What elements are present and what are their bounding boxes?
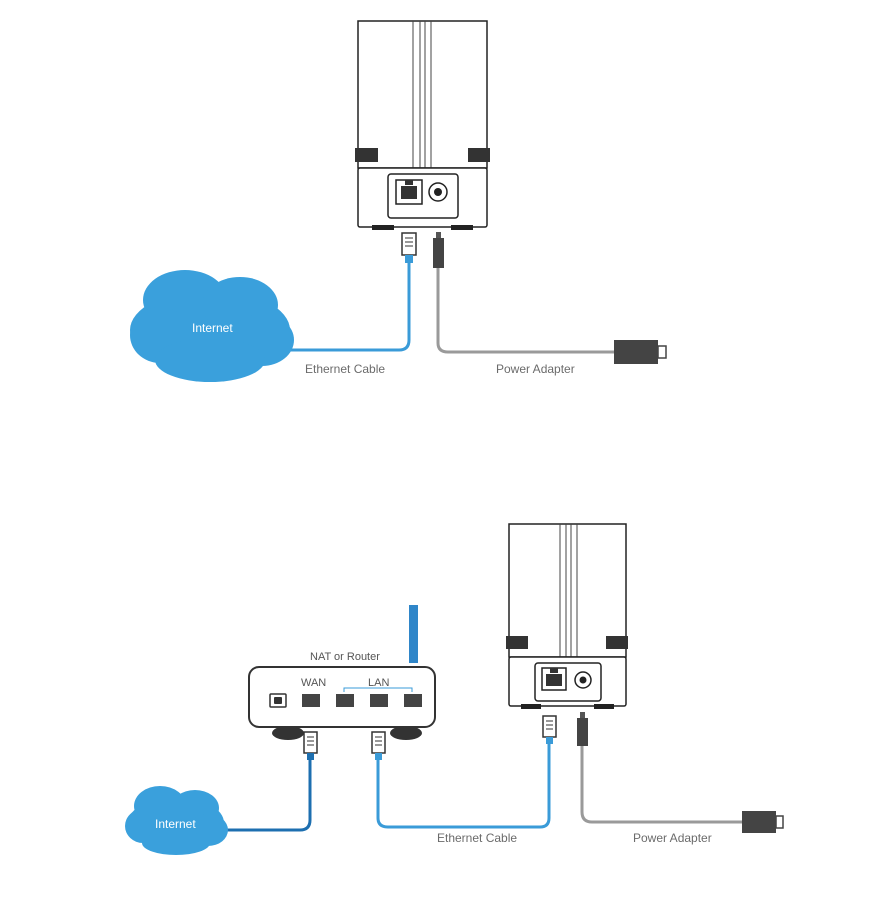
wan-label: WAN (301, 677, 326, 689)
ethernet-plug-icon (372, 732, 385, 760)
cloud-label-1: Internet (192, 321, 233, 335)
diagram-2-router-connection: NAT or Router WAN LAN (125, 524, 783, 855)
router-icon (249, 605, 435, 740)
power-cable-2 (582, 746, 742, 822)
power-plug-icon (577, 712, 588, 746)
power-adapter-icon (742, 811, 783, 833)
vent-right (606, 636, 628, 649)
ethernet-cable-2 (378, 744, 549, 827)
dc-jack-icon (575, 672, 591, 688)
lan-port-1 (336, 694, 354, 707)
diagram-1-direct-connection: Internet Ethernet Cable Power Adapter (130, 21, 666, 382)
wan-port (302, 694, 320, 707)
router-title: NAT or Router (310, 651, 380, 663)
ethernet-cable-1 (290, 263, 409, 350)
cloud-label-2: Internet (155, 817, 196, 831)
lan-port-3 (404, 694, 422, 707)
lan-port-2 (370, 694, 388, 707)
power-cable-1 (438, 268, 614, 352)
ethernet-cable-label-2: Ethernet Cable (437, 831, 517, 845)
power-adapter-label-1: Power Adapter (496, 362, 575, 376)
camera-device-1 (355, 21, 490, 230)
power-plug-icon (433, 232, 444, 268)
vent-left (355, 148, 378, 162)
wan-cable (222, 760, 310, 830)
power-adapter-icon (614, 340, 666, 364)
camera-device-2 (506, 524, 628, 709)
antenna-icon (409, 605, 418, 663)
vent-left (506, 636, 528, 649)
ethernet-plug-icon (402, 233, 416, 263)
ethernet-cable-label-1: Ethernet Cable (305, 362, 385, 376)
lan-label: LAN (368, 677, 389, 689)
vent-right (468, 148, 490, 162)
ethernet-port-icon (542, 668, 566, 690)
ethernet-plug-icon (304, 732, 317, 760)
ethernet-port-icon (396, 180, 422, 204)
dc-jack-icon (429, 183, 447, 201)
ethernet-plug-icon (543, 716, 556, 744)
power-adapter-label-2: Power Adapter (633, 831, 712, 845)
